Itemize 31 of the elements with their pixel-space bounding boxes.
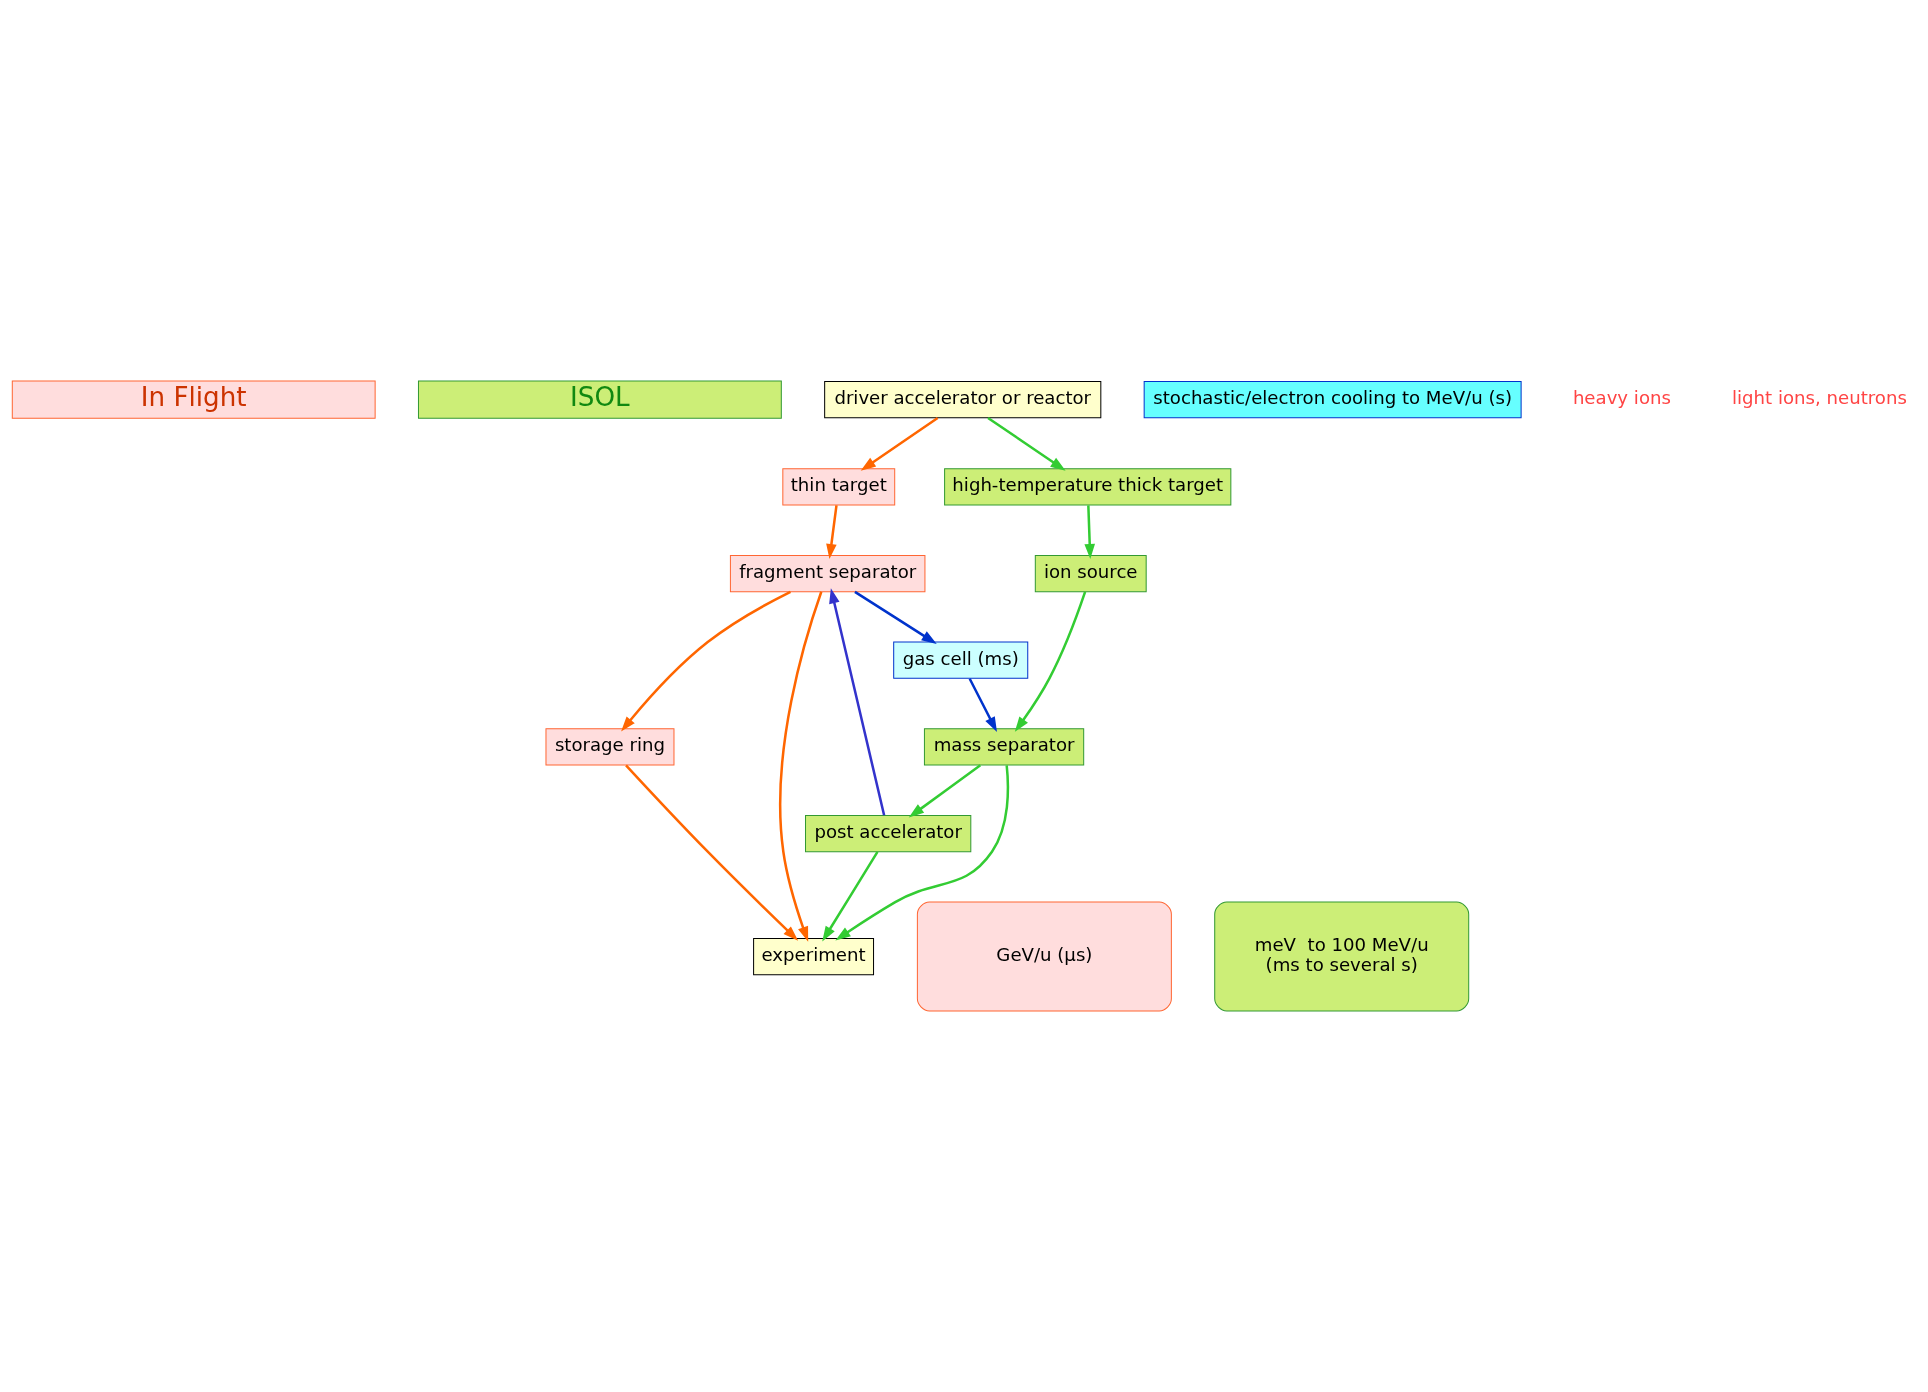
node-box: meV to 100 MeV/u (ms to several s): [1214, 901, 1470, 1012]
node-box: ion source: [1034, 554, 1147, 593]
arrow: [1084, 505, 1095, 560]
node-box: storage ring: [545, 728, 675, 766]
node-box: gas cell (ms): [893, 641, 1029, 679]
arrow: [1014, 591, 1087, 732]
arrow: [835, 765, 1010, 941]
node-box: stochastic/electron cooling to MeV/u (s): [1143, 381, 1522, 419]
arrow: [829, 588, 886, 816]
arrow: [860, 416, 939, 471]
arrow: [987, 416, 1066, 471]
node-box: In Flight: [11, 380, 376, 419]
label: light ions, neutrons: [1732, 387, 1907, 409]
node-box: mass separator: [923, 728, 1085, 766]
node-box: driver accelerator or reactor: [824, 381, 1102, 419]
arrow: [778, 591, 823, 942]
label: heavy ions: [1572, 387, 1671, 409]
node-box: fragment separator: [729, 554, 926, 593]
arrow: [822, 851, 879, 942]
arrow: [908, 764, 982, 818]
arrow: [826, 505, 838, 560]
node-box: thin target: [782, 468, 896, 506]
arrow: [625, 764, 799, 941]
node-box: post accelerator: [805, 814, 972, 853]
arrow: [968, 678, 997, 733]
node-box: experiment: [753, 937, 875, 976]
node-box: ISOL: [417, 380, 782, 419]
node-box: GeV/u (µs): [916, 901, 1172, 1012]
arrow: [854, 590, 937, 644]
arrow: [621, 590, 792, 732]
node-box: high-temperature thick target: [944, 468, 1232, 506]
